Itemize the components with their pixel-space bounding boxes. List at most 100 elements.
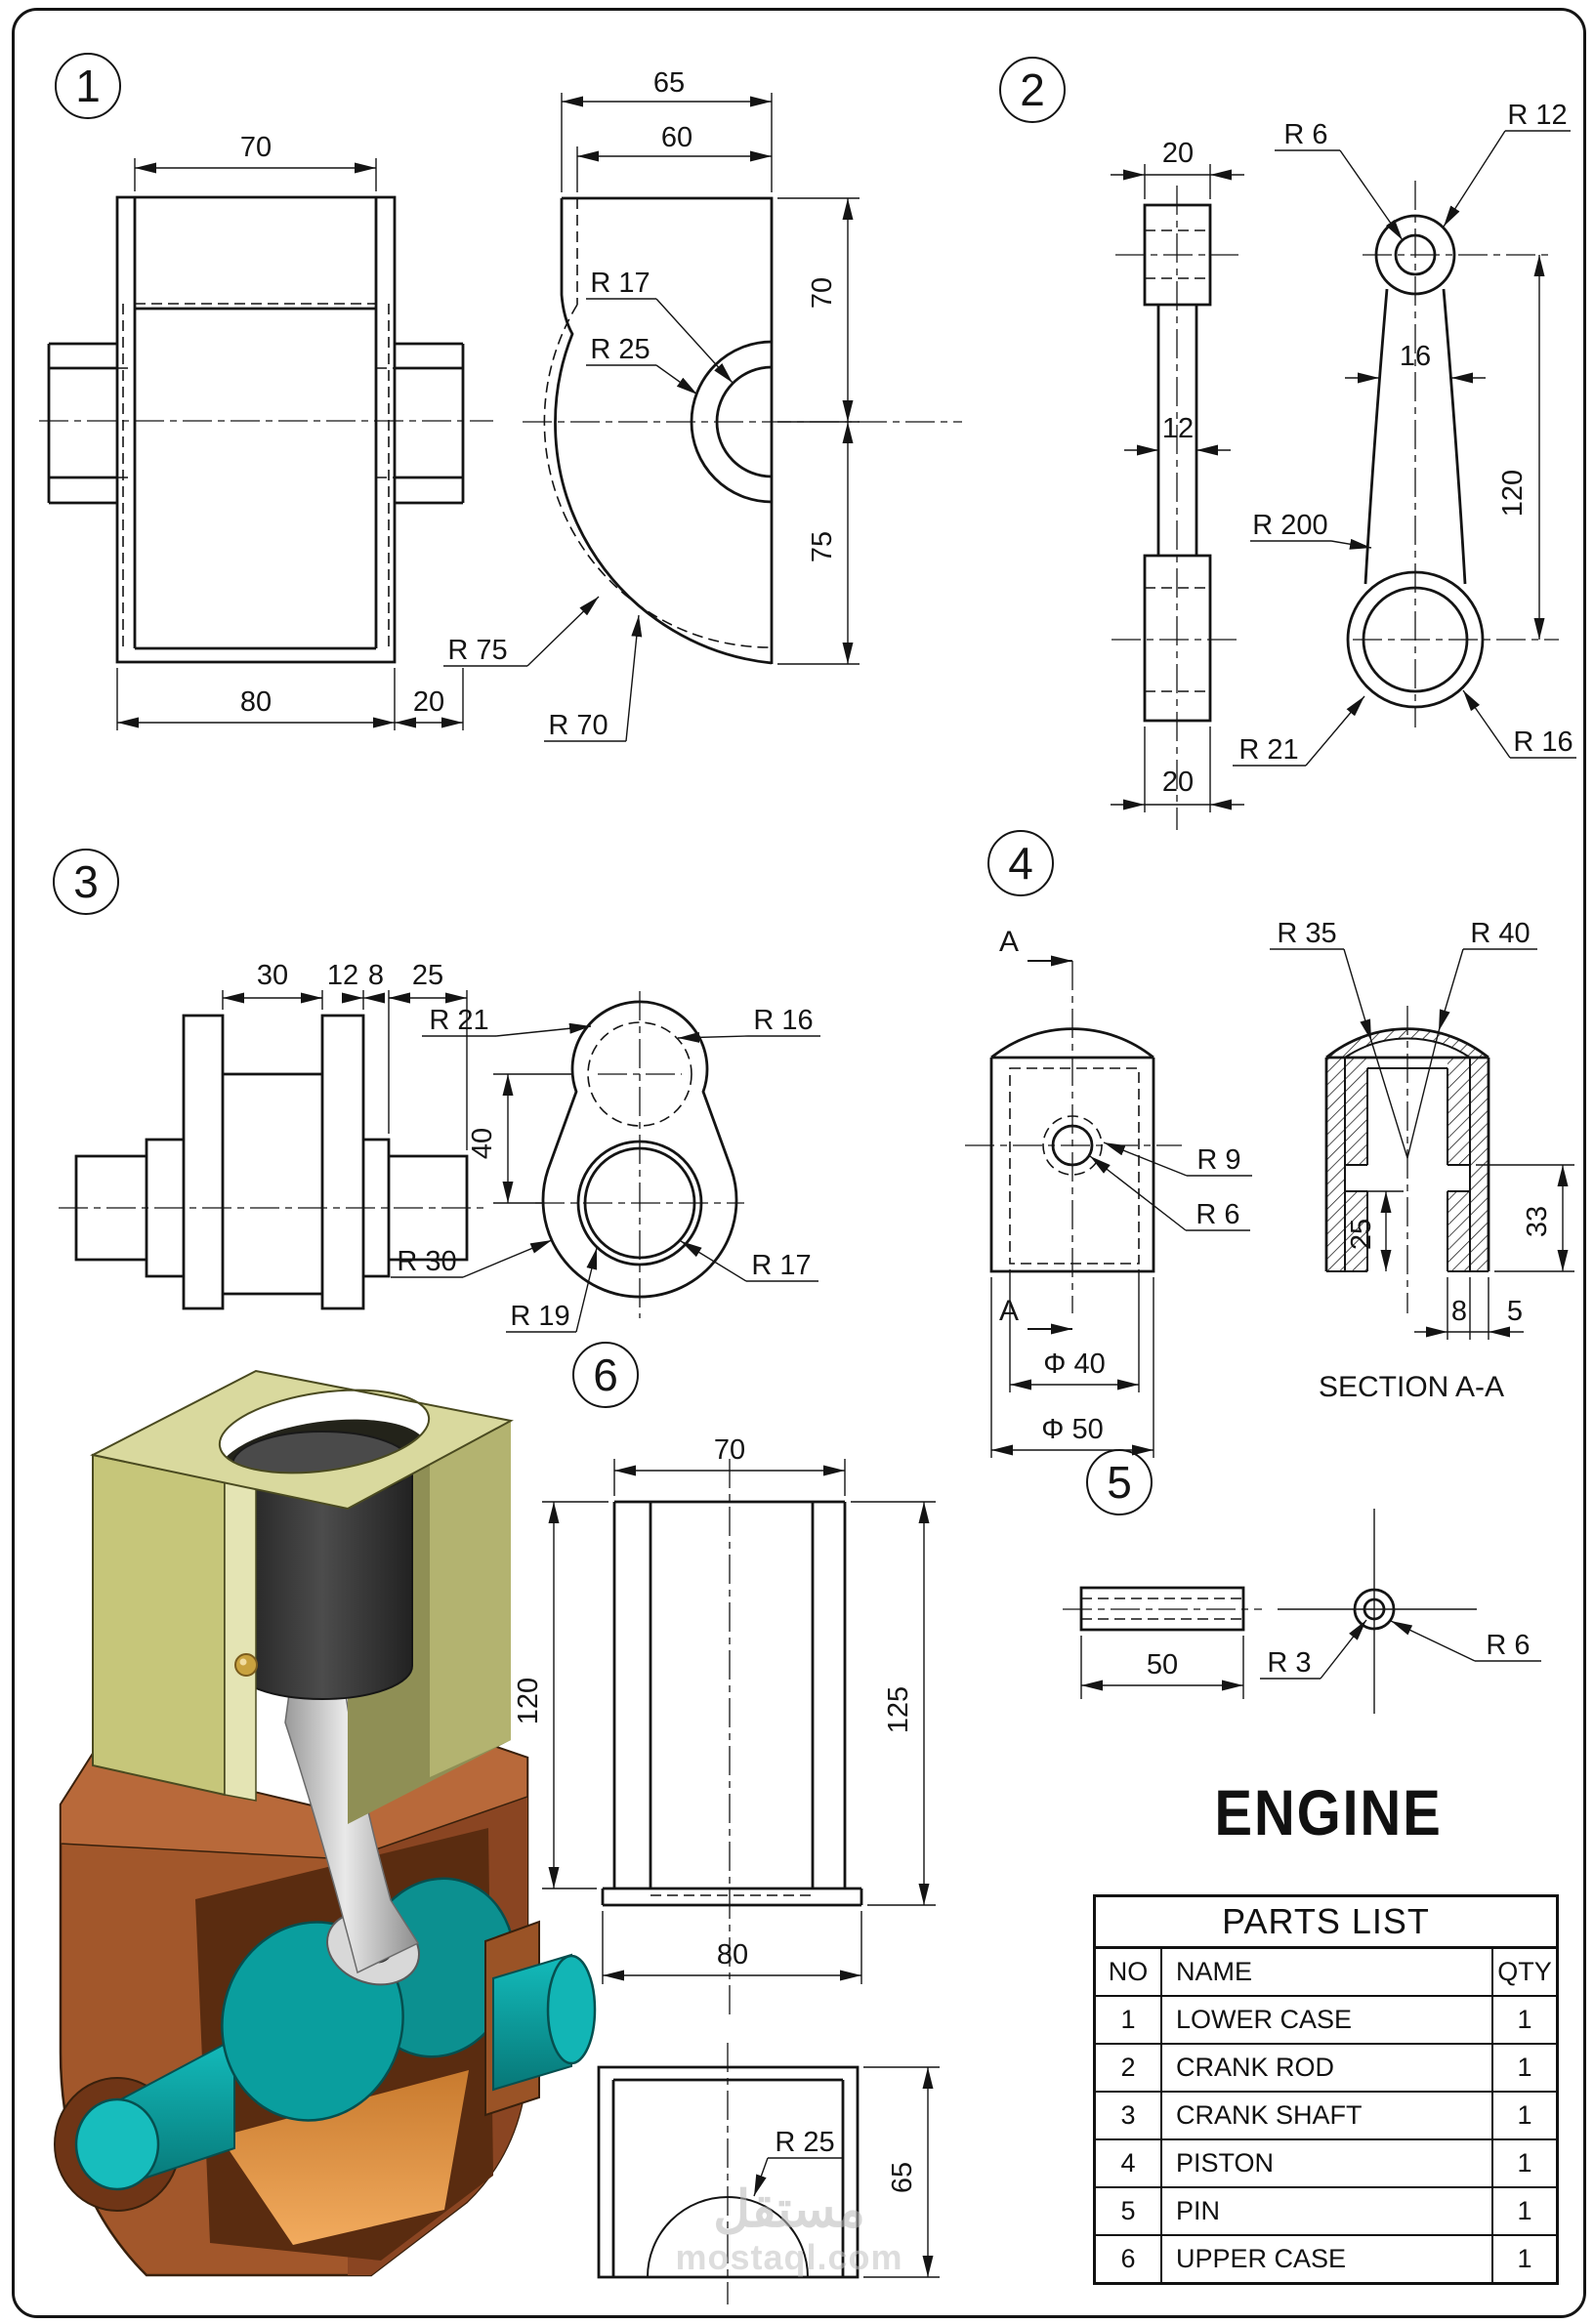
row-name: LOWER CASE [1162,1997,1493,2043]
label-part4-a-bottom: A [999,1295,1019,1327]
dim-part2-120: 120 [1497,470,1529,517]
dim-part1-80: 80 [240,686,272,718]
label-part1-r75: R 75 [447,635,507,666]
label-part4-r6: R 6 [1196,1199,1239,1230]
watermark: مستقل mostaql.com [618,2181,960,2277]
row-name: PISTON [1162,2140,1493,2186]
dim-part2-20-bottom: 20 [1162,767,1194,798]
parts-list-title: PARTS LIST [1096,1897,1556,1949]
dim-part1-75-v: 75 [807,531,838,562]
label-part4-section: SECTION A-A [1319,1371,1504,1403]
row-qty: 1 [1517,2100,1532,2130]
part1-front-view: 70 80 20 [39,132,493,730]
label-part1-r70: R 70 [548,710,608,741]
drawing-part1: 1 70 80 20 [39,53,962,742]
balloon-6-number: 6 [593,1349,618,1400]
render-3d [54,1369,597,2277]
dim-part1-70-v: 70 [807,277,838,309]
table-row: 6 UPPER CASE 1 [1096,2236,1556,2282]
watermark-arabic: مستقل [713,2181,865,2238]
dim-part1-60: 60 [661,122,692,153]
table-row: 4 PISTON 1 [1096,2140,1556,2188]
balloon-6-circle [572,1342,639,1408]
part4-front-view: A A Φ 40 Φ 50 R 9 R 6 [965,926,1252,1458]
label-part6-r25: R 25 [775,2127,834,2158]
label-part4-r35: R 35 [1277,918,1336,949]
row-qty: 1 [1517,2053,1532,2082]
part3-side-view: 30 12 8 25 [59,960,488,1310]
balloon-2-number: 2 [1020,64,1045,115]
part1-side-view: 65 60 70 75 R 17 R 25 R 75 R 70 [443,67,962,742]
drawing-part6: 6 70 120 125 80 [513,1342,940,2304]
balloon-1-number: 1 [75,61,101,111]
balloon-5-circle [1086,1449,1153,1515]
drawing-part3: 3 30 12 8 25 [53,849,820,1333]
label-part3-r19: R 19 [510,1301,569,1332]
sheet-border [12,8,1586,2318]
sheet-title: ENGINE [1214,1776,1443,1848]
header-qty: QTY [1497,1957,1552,1986]
label-part2-r12: R 12 [1507,100,1567,131]
row-name: PIN [1162,2188,1493,2234]
label-part2-r21: R 21 [1238,734,1298,766]
dim-part4-8: 8 [1451,1296,1467,1327]
label-part3-r30: R 30 [397,1246,456,1277]
row-no: 2 [1096,2045,1162,2091]
dim-part6-70: 70 [714,1434,745,1466]
dim-part2-16: 16 [1400,341,1431,372]
balloon-2-circle [999,57,1066,123]
dim-part3-12: 12 [327,960,358,991]
dim-part4-dia50: Φ 50 [1041,1414,1103,1445]
dim-part3-30: 30 [257,960,288,991]
part3-front-view: 40 R 21 R 16 R 30 R 19 R 17 [391,991,820,1333]
header-no: NO [1096,1949,1162,1995]
row-name: CRANK ROD [1162,2045,1493,2091]
drawing-part5: 5 50 R 3 R 6 [1063,1449,1541,1714]
header-name: NAME [1162,1949,1493,1995]
part6-bottom-view: R 25 65 [597,2043,940,2304]
label-part3-r16: R 16 [753,1005,813,1036]
dim-part4-5: 5 [1507,1296,1523,1327]
row-no: 3 [1096,2093,1162,2138]
row-no: 1 [1096,1997,1162,2043]
dim-part3-8: 8 [368,960,384,991]
row-name: CRANK SHAFT [1162,2093,1493,2138]
part4-section-view: R 35 R 40 25 33 8 5 SECTION A-A [1270,918,1574,1403]
part2-side-view: 20 12 20 [1111,138,1244,830]
drawing-part4: 4 A A Φ 40 Φ 50 R 9 R 6 [965,830,1574,1458]
label-part5-r6: R 6 [1486,1630,1530,1661]
row-no: 4 [1096,2140,1162,2186]
row-qty: 1 [1517,2196,1532,2225]
row-qty: 1 [1517,2148,1532,2178]
row-qty: 1 [1517,2005,1532,2034]
dim-part2-20-top: 20 [1162,138,1194,169]
dim-part6-125: 125 [883,1686,914,1733]
table-row: 5 PIN 1 [1096,2188,1556,2236]
dim-part6-65: 65 [887,2162,918,2193]
watermark-latin: mostaql.com [675,2237,903,2277]
dim-part5-50: 50 [1147,1649,1178,1681]
dim-part3-40: 40 [467,1128,498,1159]
dim-part6-80: 80 [717,1939,748,1971]
table-row: 2 CRANK ROD 1 [1096,2045,1556,2093]
label-part1-r25: R 25 [590,334,650,365]
balloon-1-circle [55,53,121,119]
label-part4-r9: R 9 [1196,1144,1240,1176]
row-qty: 1 [1517,2244,1532,2273]
dim-part4-dia40: Φ 40 [1043,1349,1105,1380]
render-pin [234,1653,258,1677]
label-part3-r21: R 21 [429,1005,488,1036]
parts-list-table: PARTS LIST NO NAME QTY 1 LOWER CASE 1 2 … [1093,1894,1559,2285]
label-part3-r17: R 17 [751,1250,811,1281]
part5-side-view: 50 [1063,1586,1262,1699]
part6-front-view: 70 120 125 80 [513,1434,936,2019]
label-part4-r40: R 40 [1470,918,1530,949]
dim-part3-25: 25 [412,960,443,991]
dim-part2-12: 12 [1162,413,1194,444]
label-part2-r6: R 6 [1283,119,1327,150]
part5-front-view: R 3 R 6 [1260,1509,1541,1714]
table-row: 3 CRANK SHAFT 1 [1096,2093,1556,2140]
drawing-part2: 2 20 12 20 [999,57,1576,830]
